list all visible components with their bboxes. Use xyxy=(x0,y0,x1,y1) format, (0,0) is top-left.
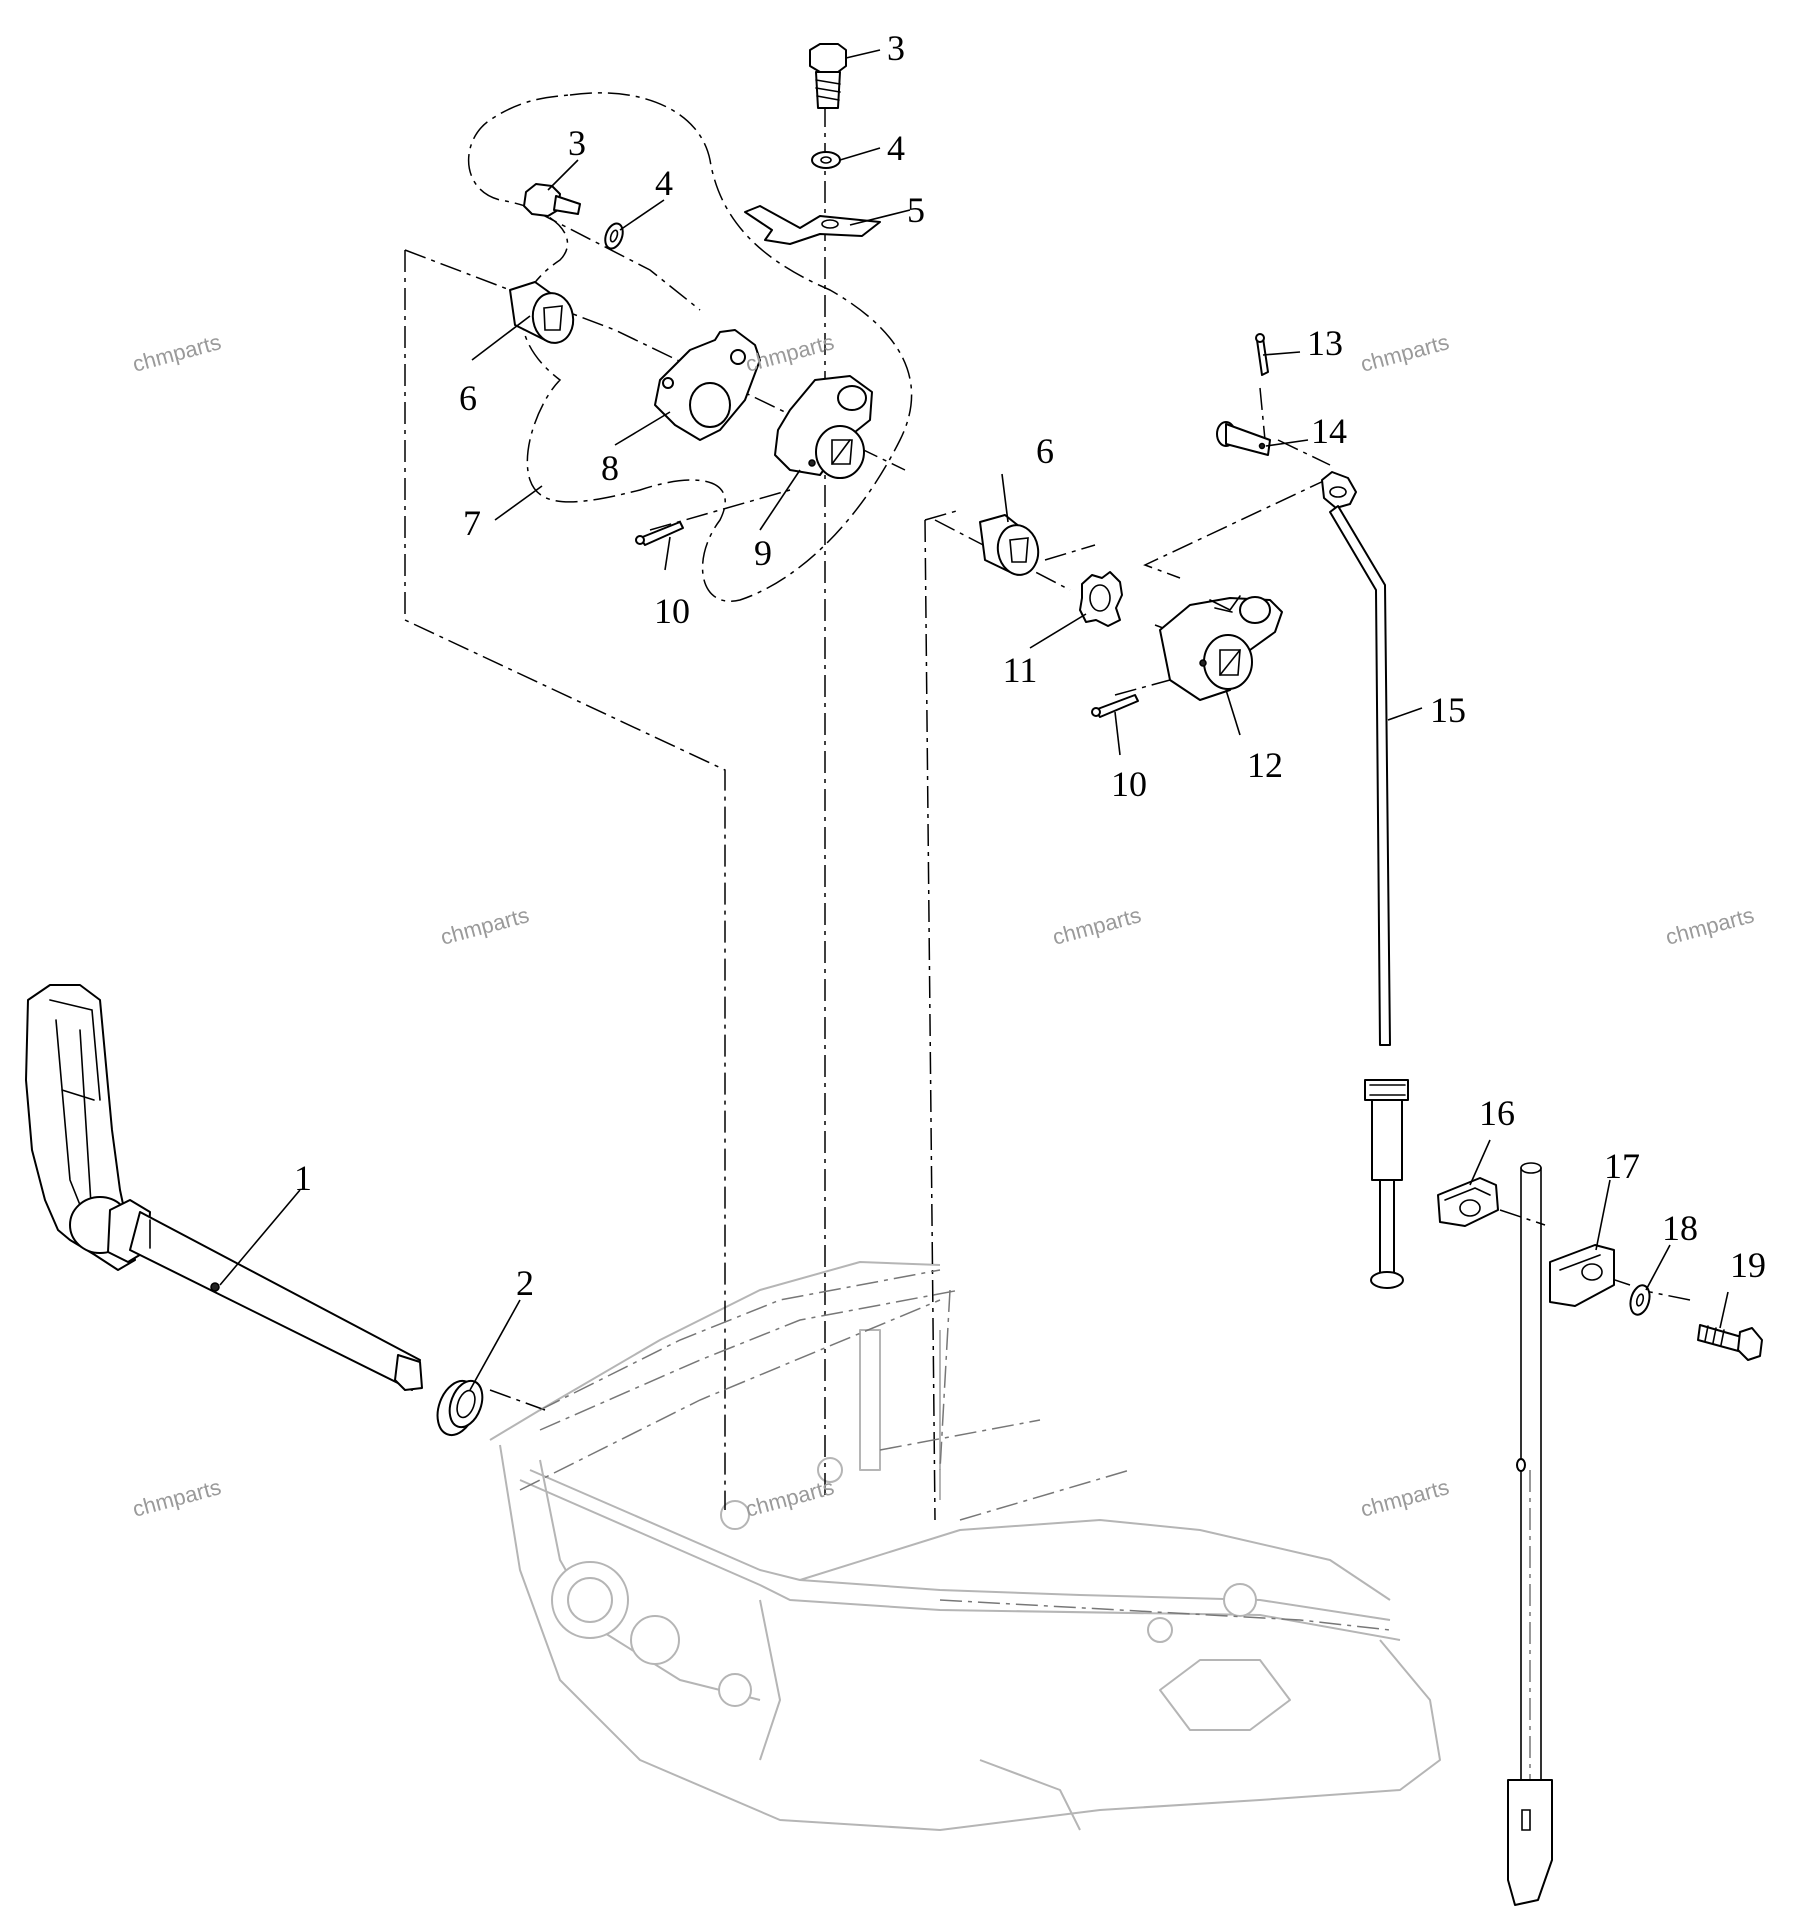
part-12-lever-block xyxy=(1159,595,1283,701)
callout-10-left: 10 xyxy=(654,591,690,631)
callout-3-left: 3 xyxy=(568,123,586,163)
part-17-clamp-plate xyxy=(1549,1244,1615,1307)
callout-14: 14 xyxy=(1311,411,1347,451)
part-15-shift-rod xyxy=(1321,471,1409,1289)
leader-lines xyxy=(219,49,1729,1391)
part-6-bushing-left xyxy=(509,281,575,344)
part-1-tiller-handle xyxy=(25,984,423,1391)
engine-housing-outline xyxy=(489,1261,1441,1831)
part-3-bolt-top xyxy=(809,43,847,109)
part-16-clamp-plate xyxy=(1437,1177,1499,1227)
watermark: chmparts xyxy=(130,1474,224,1522)
watermark: chmparts xyxy=(130,329,224,377)
assembly-lines xyxy=(404,92,1691,1780)
callout-10-right: 10 xyxy=(1111,764,1147,804)
callout-13: 13 xyxy=(1307,323,1343,363)
watermark: chmparts xyxy=(1050,902,1144,950)
callout-labels: 1 2 3 4 5 3 4 6 6 7 8 9 10 10 11 12 13 1… xyxy=(294,28,1766,1303)
callout-8: 8 xyxy=(601,448,619,488)
part-5-bracket xyxy=(744,205,881,245)
group-7-boundary xyxy=(468,92,913,603)
callout-16: 16 xyxy=(1479,1093,1515,1133)
watermark: chmparts xyxy=(438,902,532,950)
part-18-washer xyxy=(1629,1284,1651,1316)
callout-2: 2 xyxy=(516,1263,534,1303)
part-19-bolt xyxy=(1697,1324,1763,1361)
callout-1: 1 xyxy=(294,1158,312,1198)
watermark: chmparts xyxy=(1358,329,1452,377)
watermark: chmparts xyxy=(743,329,837,377)
callout-12: 12 xyxy=(1247,745,1283,785)
part-6-bushing-right xyxy=(979,514,1040,576)
part-3-bolt-left xyxy=(523,183,581,217)
callout-9: 9 xyxy=(754,533,772,573)
part-14-clevis-pin xyxy=(1216,421,1271,456)
lower-shift-shaft xyxy=(1507,1162,1553,1906)
callout-6-right: 6 xyxy=(1036,431,1054,471)
callout-19: 19 xyxy=(1730,1245,1766,1285)
part-11-star-washer xyxy=(1079,571,1123,627)
part-8-cam-plate xyxy=(654,329,761,441)
part-9-lever-block xyxy=(774,375,873,479)
part-10-pin-left xyxy=(635,521,684,546)
watermark: chmparts xyxy=(1358,1474,1452,1522)
callout-11: 11 xyxy=(1003,650,1038,690)
callout-17: 17 xyxy=(1604,1146,1640,1186)
watermark: chmparts xyxy=(1663,902,1757,950)
part-10-pin-right xyxy=(1091,694,1139,718)
part-2-seal xyxy=(436,1379,484,1437)
callout-6-left: 6 xyxy=(459,378,477,418)
part-4-washer-top xyxy=(811,151,841,169)
part-13-cotter-pin xyxy=(1255,333,1269,376)
callout-4-top: 4 xyxy=(887,128,905,168)
callout-7: 7 xyxy=(463,503,481,543)
callout-5: 5 xyxy=(907,190,925,230)
watermark: chmparts xyxy=(743,1474,837,1522)
part-4-washer-left xyxy=(604,222,624,250)
callout-4-left: 4 xyxy=(655,163,673,203)
callout-15: 15 xyxy=(1430,690,1466,730)
callout-18: 18 xyxy=(1662,1208,1698,1248)
callout-3-top: 3 xyxy=(887,28,905,68)
